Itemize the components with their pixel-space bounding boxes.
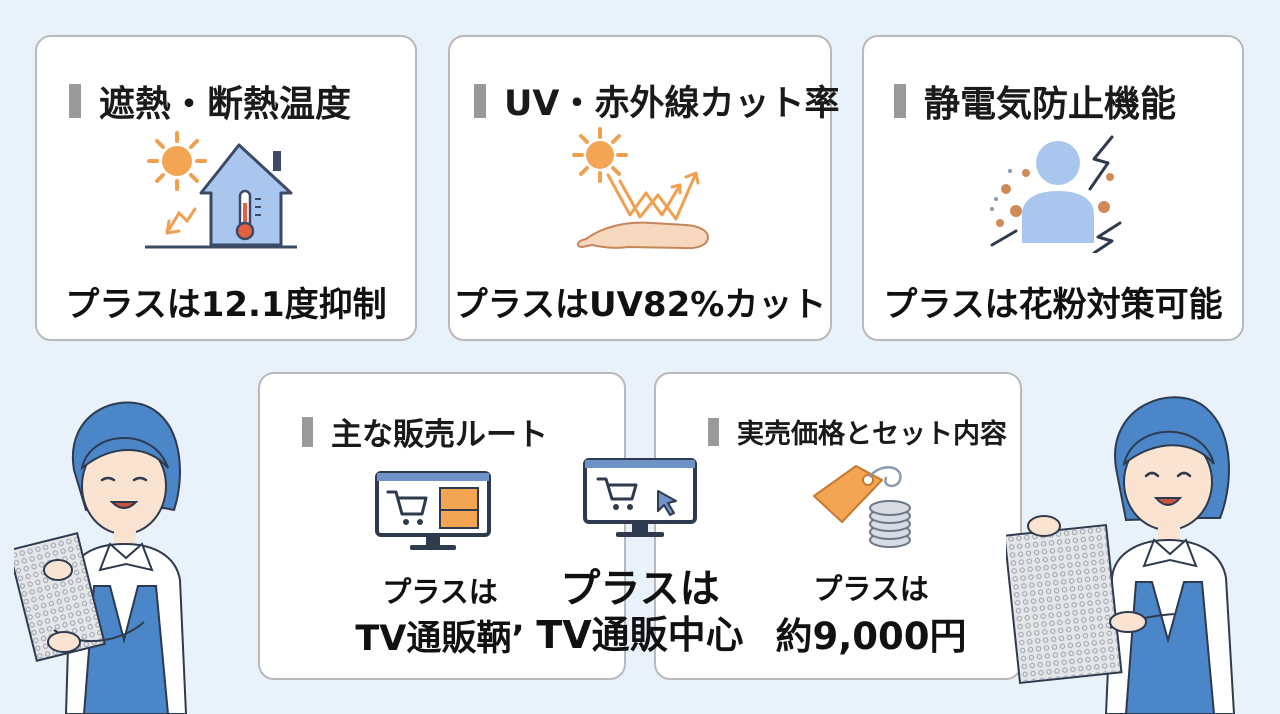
uv-ir-cut-result: プラスはUV82%カット [453, 285, 827, 325]
price-card-title: 実売価格とセット内容 [708, 412, 1007, 451]
person-pollen-static-icon [990, 135, 1122, 253]
uv-ir-cut-card: UV・赤外線カット率 プラスはUV82%カット [448, 35, 840, 341]
title-marker [302, 416, 313, 447]
staff-woman-left-illustration [14, 401, 188, 714]
sales-route-result-center-line2: TV通販中心 [536, 613, 744, 657]
heat-insulation-result: プラスは12.1度抑制 [65, 285, 387, 325]
heat-insulation-card: 遮熱・断熱温度 プラスは12.1度抑制 [35, 35, 417, 341]
sales-route-result-center-line1: プラスは [560, 566, 720, 612]
sales-route-result-left-line2: TV通販鞆ʼ [355, 619, 525, 659]
sales-route-result-left-line1: プラスは [382, 575, 498, 609]
antistatic-title-text: 静電気防止機能 [924, 84, 1177, 125]
price-card: 実売価格とセット内容 プラスは 約9,000円 [654, 372, 1022, 680]
title-marker [474, 83, 486, 118]
price-result-line1: プラスは [813, 572, 929, 606]
antistatic-result: プラスは花粉対策可能 [883, 285, 1223, 325]
uv-ir-cut-card-title: UV・赤外線カット率 [474, 75, 840, 126]
title-marker [894, 84, 906, 118]
sun-arrows-hand-icon [572, 127, 710, 250]
sales-route-card-title: 主な販売ルート [302, 409, 548, 454]
tv-shopping-monitor-icon [375, 471, 491, 550]
title-marker [708, 417, 719, 446]
heat-insulation-card-title: 遮熱・断熱温度 [69, 75, 351, 127]
uv-ir-cut-title-text: UV・赤外線カット率 [504, 84, 840, 124]
online-shopping-monitor-icon [583, 458, 697, 537]
price-result-line2: 約9,000円 [775, 615, 967, 658]
sales-route-title-text: 主な販売ルート [331, 417, 548, 453]
price-title-text: 実売価格とセット内容 [737, 419, 1007, 450]
staff-woman-right-illustration [1006, 396, 1236, 714]
title-marker [69, 84, 81, 118]
heat-insulation-title-text: 遮熱・断熱温度 [99, 84, 352, 125]
sun-house-thermometer-icon [145, 131, 297, 249]
antistatic-card: 静電気防止機能 プラスは花粉対策可能 [862, 35, 1244, 341]
antistatic-card-title: 静電気防止機能 [894, 75, 1176, 127]
sales-route-card: 主な販売ルート プラスは TV通販鞆ʼ [258, 372, 626, 680]
price-tag-coins-icon [813, 465, 911, 548]
